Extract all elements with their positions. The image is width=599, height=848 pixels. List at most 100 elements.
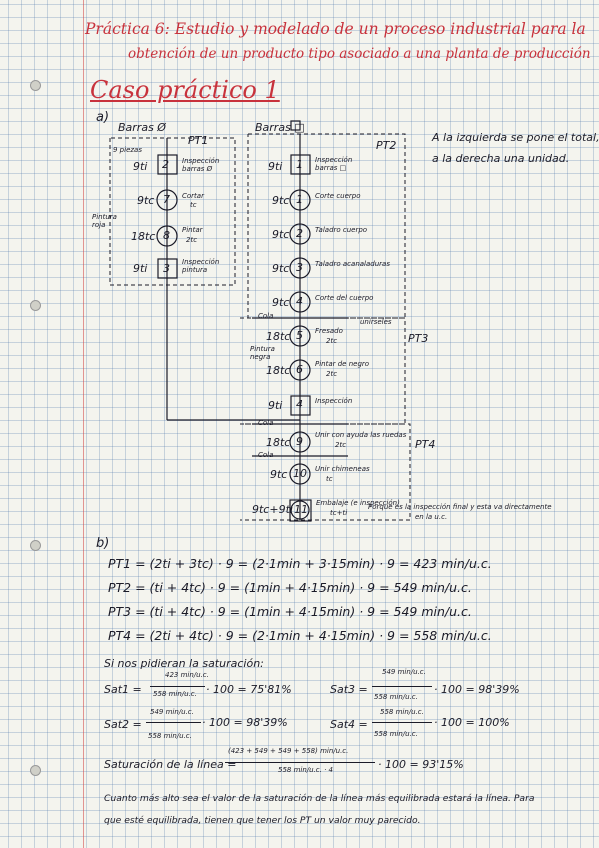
right-op-1-time: 9ti (268, 160, 283, 173)
left-op-4-name: Inspección pintura (182, 258, 220, 274)
right-material-label: Barras □ (255, 121, 305, 134)
left-op-1-time: 9ti (133, 160, 148, 173)
right-paint-note: Pintura negra (250, 345, 275, 361)
title-line-1: Práctica 6: Estudio y modelado de un pro… (85, 20, 586, 38)
right-op-10-symbol: 10 (293, 467, 307, 480)
right-op-11-unit: tc+ti (330, 509, 348, 517)
sat1-denominator: 558 min/u.c. (153, 690, 197, 698)
left-material-label: Barras Ø (118, 121, 166, 134)
left-op-2-time: 9tc (137, 194, 155, 207)
binder-hole-3 (30, 540, 41, 551)
section-b-label: b) (96, 536, 110, 551)
left-paint-note: Pintura roja (92, 213, 117, 229)
right-op-11-symbol: 11 (294, 503, 308, 516)
right-op-1-name: Inspección barras □ (315, 156, 353, 172)
sat2-label: Sat2 = (104, 718, 142, 731)
line-saturation-result: · 100 = 93'15% (378, 758, 464, 771)
left-op-2-name: Cortar (182, 192, 204, 200)
line-saturation-label: Saturación de la línea = (104, 758, 237, 771)
right-op-5-name: Corte del cuerpo (315, 294, 374, 302)
side-note-line-1: A la izquierda se pone el total, (432, 131, 599, 144)
right-op-3-name: Taladro cuerpo (315, 226, 368, 234)
sat2-fraction-bar (146, 722, 201, 723)
case-heading: Caso práctico 1 (90, 76, 280, 104)
left-op-1-symbol: 2 (162, 158, 169, 171)
queue-label-3: Cola (258, 451, 274, 459)
right-op-5-time: 9tc (272, 296, 290, 309)
right-op-10-unit: tc (326, 475, 333, 483)
binder-hole-4 (30, 765, 41, 776)
left-op-3-name: Pintar (182, 226, 203, 234)
right-op-8-name: Inspección (315, 397, 353, 405)
pt3-label: PT3 (408, 332, 429, 345)
right-op-11-time: 9tc+9ti (252, 503, 293, 516)
equation-pt2: PT2 = (ti + 4tc) · 9 = (1min + 4·15min) … (108, 580, 472, 595)
sat1-numerator: 423 min/u.c. (165, 671, 209, 679)
margin-line (83, 0, 84, 848)
queue-label-2: Cola (258, 419, 274, 427)
section-a-label: a) (96, 110, 110, 125)
left-op-2-symbol: 7 (163, 193, 170, 206)
sat1-label: Sat1 = (104, 683, 142, 696)
right-op-8-symbol: 4 (296, 398, 303, 411)
sat2-numerator: 549 min/u.c. (150, 708, 194, 716)
left-op-3-symbol: 8 (163, 229, 170, 242)
left-op-3-unit: 2tc (186, 236, 198, 244)
right-op-9-time: 18tc (266, 436, 291, 449)
right-op-7-name: Pintar de negro (315, 360, 370, 368)
sat3-result: · 100 = 98'39% (434, 683, 520, 696)
sat4-label: Sat4 = (330, 718, 368, 731)
sat2-denominator: 558 min/u.c. (148, 732, 192, 740)
right-op-11-name: Embalaje (e inspección) (316, 499, 400, 507)
right-op-9-unit: 2tc (335, 441, 347, 449)
title-line-2: obtención de un producto tipo asociado a… (128, 46, 591, 62)
side-note-line-2: a la derecha una unidad. (432, 152, 570, 165)
right-op-7-symbol: 6 (296, 363, 303, 376)
right-op-7-time: 18tc (266, 364, 291, 377)
right-op-6-symbol: 5 (296, 329, 303, 342)
pt4-label: PT4 (415, 438, 436, 451)
equation-pt4: PT4 = (2ti + 4tc) · 9 = (2·1min + 4·15mi… (108, 628, 492, 643)
equation-pt3: PT3 = (ti + 4tc) · 9 = (1min + 4·15min) … (108, 604, 472, 619)
right-op-2-name: Corte cuerpo (315, 192, 361, 200)
right-op-5-symbol: 4 (296, 295, 303, 308)
pt2-label: PT2 (376, 139, 397, 152)
left-op-3-time: 18tc (131, 230, 156, 243)
equation-pt1: PT1 = (2ti + 3tc) · 9 = (2·1min + 3·15mi… (108, 556, 492, 571)
left-op-4-time: 9ti (133, 262, 148, 275)
binder-hole-1 (30, 80, 41, 91)
right-op-1-symbol: 1 (296, 158, 303, 171)
right-op-9-name: Unir con ayuda las ruedas (315, 431, 407, 439)
sat4-numerator: 558 min/u.c. (380, 708, 424, 716)
sat4-result: · 100 = 100% (434, 716, 510, 729)
right-op-4-time: 9tc (272, 262, 290, 275)
right-op-10-time: 9tc (270, 468, 288, 481)
right-op-6-name: Fresado (315, 327, 343, 335)
right-op-4-symbol: 3 (296, 261, 303, 274)
sat4-denominator: 558 min/u.c. (374, 730, 418, 738)
pt1-label: PT1 (188, 134, 209, 147)
right-op-2-symbol: 1 (296, 193, 303, 206)
line-saturation-denominator: 558 min/u.c. · 4 (278, 766, 334, 774)
right-op-3-time: 9tc (272, 228, 290, 241)
right-op-3-symbol: 2 (296, 227, 303, 240)
sat3-fraction-bar (372, 686, 432, 687)
queue-label-1: Cola (258, 312, 274, 320)
right-op-9-symbol: 9 (296, 435, 303, 448)
right-op-7-unit: 2tc (326, 370, 338, 378)
sat2-result: · 100 = 98'39% (202, 716, 288, 729)
sat1-fraction-bar (150, 686, 205, 687)
final-note-2: en la u.c. (415, 513, 448, 521)
sat3-label: Sat3 = (330, 683, 368, 696)
right-op-2-time: 9tc (272, 194, 290, 207)
saturation-intro: Si nos pidieran la saturación: (104, 657, 264, 670)
line-saturation-fraction-bar (225, 762, 375, 763)
left-op-1-name: Inspección barras Ø (182, 157, 220, 173)
joined-note: unirseles (360, 318, 392, 326)
parts-note: 9 piezas (113, 146, 142, 154)
sat1-result: · 100 = 75'81% (206, 683, 292, 696)
right-op-6-time: 18tc (266, 330, 291, 343)
conclusion-line-1: Cuanto más alto sea el valor de la satur… (104, 793, 535, 804)
conclusion-line-2: que esté equilibrada, tienen que tener l… (104, 815, 421, 826)
